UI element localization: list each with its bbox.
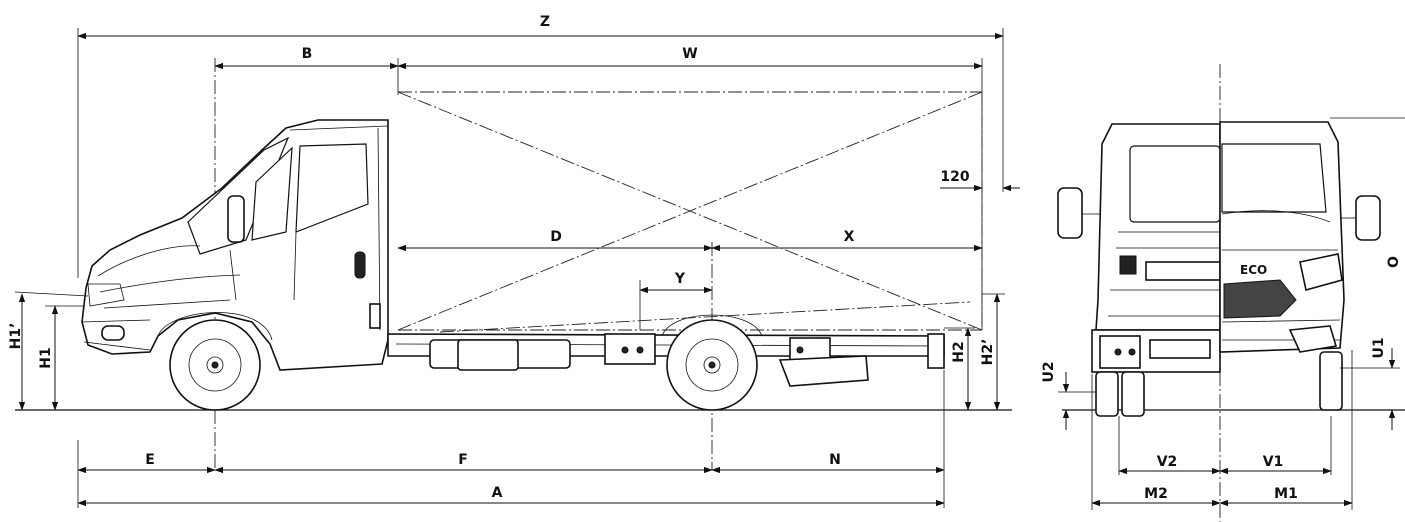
dim-e-label: E: [145, 452, 155, 468]
side-view: Z B W 120 D X Y H1’ H1 H2: [8, 14, 1020, 508]
front-wheel: [169, 319, 261, 411]
dim-120: 120: [940, 169, 1020, 192]
dim-n-label: N: [829, 452, 841, 468]
dim-w-label: W: [682, 46, 697, 62]
dim-f-label: F: [458, 452, 468, 468]
dim-h2-prime-label: H2’: [980, 339, 996, 366]
chassis-frame: [387, 333, 945, 387]
cab: [81, 119, 389, 371]
rear-wheel: [666, 319, 758, 411]
dim-u2-label: U2: [1041, 361, 1057, 382]
dim-o-label: O: [1386, 256, 1402, 268]
brand-badge: ECO: [1240, 263, 1267, 277]
dim-h2-label: H2: [951, 341, 967, 362]
rear-wheel-arch: [661, 314, 763, 337]
dim-b-label: B: [302, 46, 313, 62]
dim-h1-prime-label: H1’: [8, 323, 24, 350]
front-half: ECO: [1219, 121, 1381, 411]
dim-m2-label: M2: [1144, 486, 1168, 502]
dim-h1-label: H1: [38, 347, 54, 368]
dim-m1-label: M1: [1274, 486, 1298, 502]
dim-v1-label: V1: [1263, 454, 1284, 470]
dim-v2-label: V2: [1157, 454, 1178, 470]
dim-a-label: A: [492, 485, 503, 501]
front-rear-view: ECO O U2 U1 V2 V1 M2: [1041, 64, 1405, 522]
dim-d-label: D: [550, 229, 562, 245]
load-body-outline: [397, 91, 983, 333]
dim-y-label: Y: [674, 271, 686, 287]
dim-120-label: 120: [940, 169, 969, 185]
dim-z-label: Z: [540, 14, 550, 30]
rear-half: [1057, 123, 1221, 417]
dim-u1-label: U1: [1371, 337, 1387, 358]
dim-x-label: X: [844, 229, 855, 245]
